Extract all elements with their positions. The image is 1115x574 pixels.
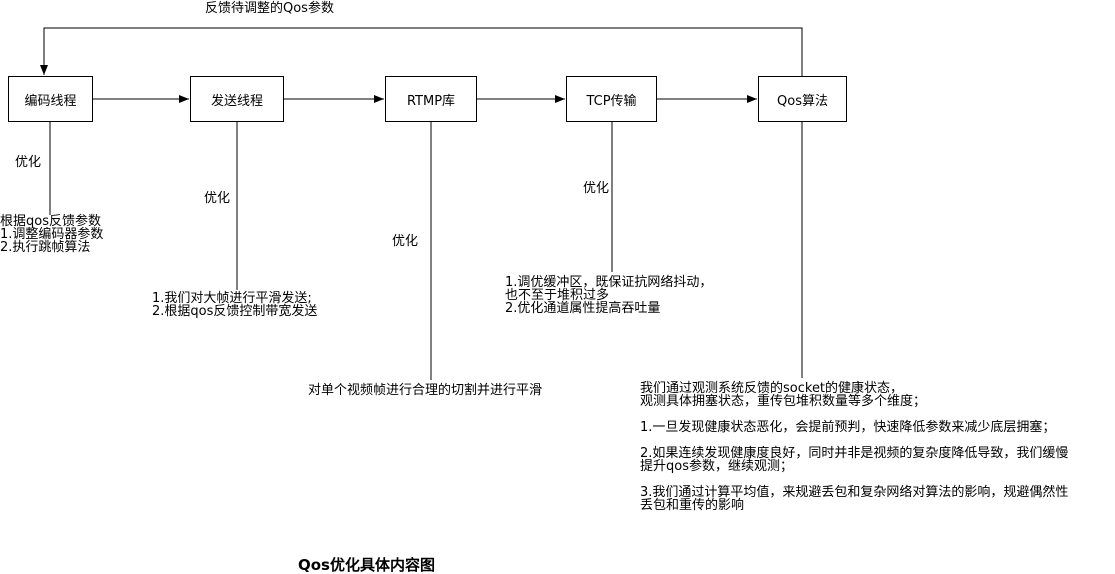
node-label: 发送线程 xyxy=(210,93,263,109)
note-qos: 我们通过观测系统反馈的socket的健康状态， 观测具体拥塞状态，重传包堆积数量… xyxy=(640,381,1069,513)
node-rtmp[interactable]: RTMP库 xyxy=(385,76,477,122)
feedback-loop xyxy=(40,27,803,76)
opt-label-tcp: 优化 xyxy=(583,181,610,196)
opt-label-send: 优化 xyxy=(204,191,231,206)
node-label: 编码线程 xyxy=(24,93,77,109)
node-encode[interactable]: 编码线程 xyxy=(8,76,93,122)
note-tcp: 1.调优缓冲区，既保证抗网络抖动， 也不至于堆积过多 2.优化通道属性提高吞吐量 xyxy=(505,275,713,316)
opt-label-rtmp: 优化 xyxy=(392,234,419,249)
note-send: 1.我们对大帧进行平滑发送; 2.根据qos反馈控制带宽发送 xyxy=(152,291,318,319)
opt-label-encode: 优化 xyxy=(15,155,42,170)
node-label: TCP传输 xyxy=(586,93,637,109)
feedback-label: 反馈待调整的Qos参数 xyxy=(205,1,334,16)
node-label: Qos算法 xyxy=(777,93,828,109)
node-label: RTMP库 xyxy=(406,93,456,109)
node-qos[interactable]: Qos算法 xyxy=(758,76,847,122)
note-encode: 根据qos反馈参数 1.调整编码器参数 2.执行跳帧算法 xyxy=(0,214,104,255)
note-rtmp: 对单个视频帧进行合理的切割并进行平滑 xyxy=(308,383,543,398)
node-send[interactable]: 发送线程 xyxy=(190,76,284,122)
diagram-title: Qos优化具体内容图 xyxy=(298,556,435,574)
node-tcp[interactable]: TCP传输 xyxy=(566,76,657,122)
